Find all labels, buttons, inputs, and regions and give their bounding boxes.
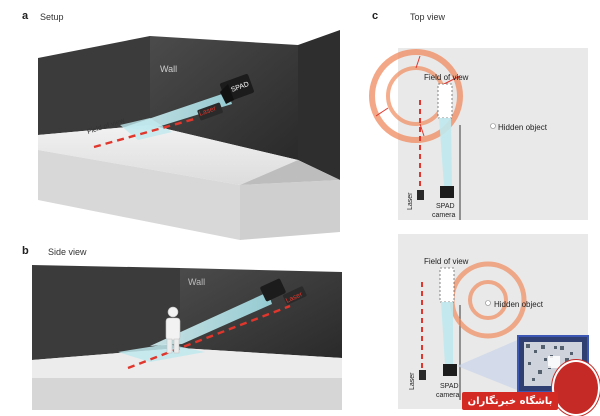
field-of-view-label-bottom: Field of view [424, 257, 469, 266]
laser-label-bottom: Laser [409, 372, 416, 390]
spad-camera-label-bottom-1: SPAD [440, 383, 459, 390]
hidden-object-bottom [486, 301, 491, 306]
spad-camera-label-top-2: camera [432, 212, 455, 219]
spad-camera-top [440, 186, 454, 198]
right-wall [298, 30, 340, 180]
field-of-view-box-top [438, 84, 452, 118]
spad-camera-label-bottom-2: camera [436, 392, 459, 399]
back-wall [38, 36, 150, 135]
hidden-object-top [491, 124, 496, 129]
panel-b-scene: Laser Wall [32, 265, 342, 410]
spad-camera-bottom [443, 364, 457, 376]
base-right [240, 180, 340, 240]
panel-a-scene: SPAD Laser Wall Field of view [38, 30, 340, 240]
field-of-view-box-bottom [440, 268, 454, 302]
wall-label-a: Wall [160, 64, 177, 74]
hidden-object-label-top: Hidden object [498, 123, 548, 132]
laser-label-top: Laser [407, 192, 414, 210]
watermark-banner: باشگاه خبرنگاران [462, 392, 558, 410]
wall-label-b: Wall [188, 277, 205, 287]
hidden-object-label-bottom: Hidden object [494, 300, 544, 309]
field-of-view-label-top: Field of view [424, 73, 469, 82]
spad-camera-label-top-1: SPAD [436, 203, 455, 210]
panel-c-top: Field of view Hidden object Laser SPAD c… [372, 48, 588, 220]
base-b [32, 378, 342, 410]
news-logo-icon [552, 360, 600, 416]
